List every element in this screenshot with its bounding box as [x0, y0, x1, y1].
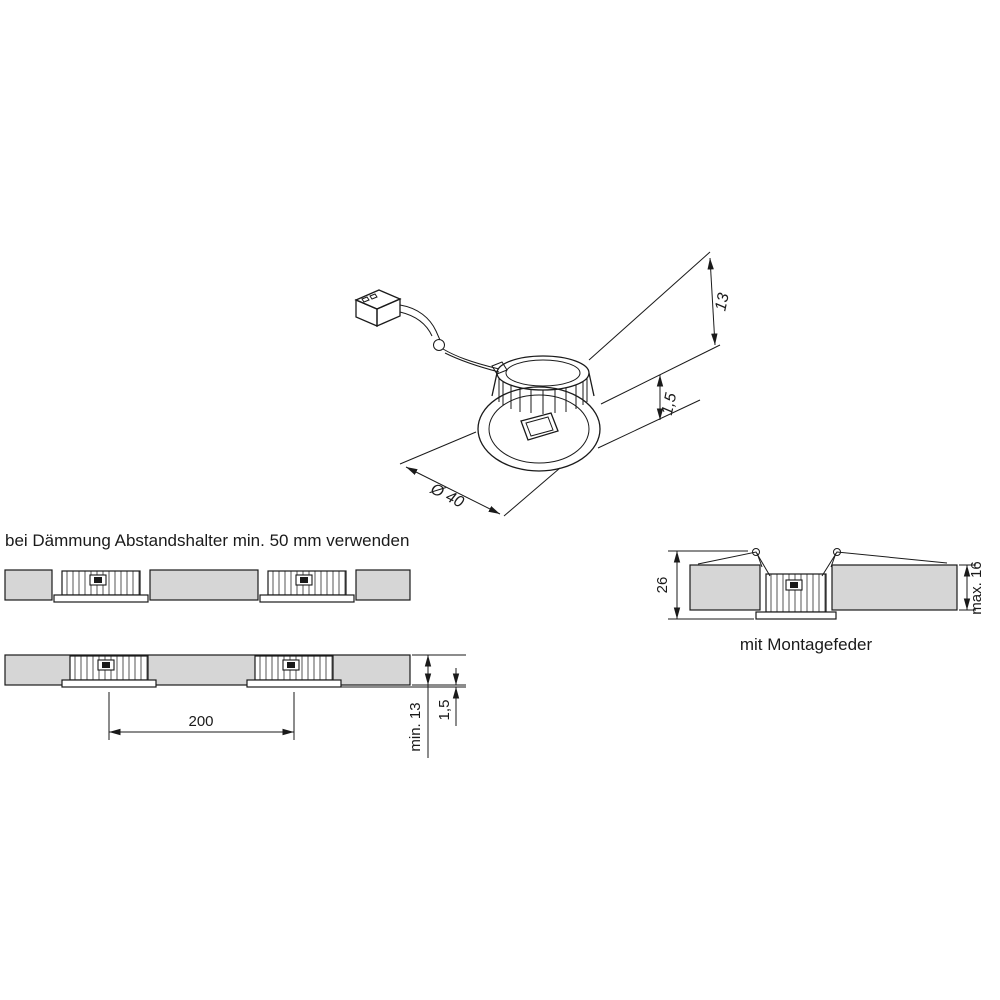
mounting-spring-right: [821, 548, 948, 577]
cable-connector: [354, 289, 402, 327]
front-bezel: [477, 386, 601, 472]
dim-label-panel-max: max. 16: [968, 561, 985, 614]
insulation-note: bei Dämmung Abstandshalter min. 50 mm ve…: [5, 531, 409, 550]
panel-left: [689, 564, 761, 611]
recessed-lamp-section: [259, 570, 355, 603]
section-spaced-panels: [4, 569, 411, 603]
cable-loop: [433, 339, 445, 351]
heatsink-fins: [498, 378, 588, 414]
dim-label-diameter: Ø 40: [427, 480, 467, 511]
led-chip: [790, 582, 798, 588]
panel-right: [831, 564, 958, 611]
led-aperture: [520, 412, 559, 441]
dim-label-bezel: 1,5: [659, 391, 680, 416]
dim-bezel-1-5: 1,5: [597, 375, 701, 449]
recessed-lamp-section: [61, 655, 157, 688]
spring-caption: mit Montagefeder: [740, 635, 873, 654]
recessed-lamp-section: [755, 573, 837, 620]
section-mounting-spring: 26 max. 16 mit Montagefeder: [654, 548, 985, 654]
recessed-lamp-section: [53, 570, 149, 603]
panel-segment: [355, 569, 411, 601]
luminaire-body: [477, 355, 601, 472]
dim-depth-13: 13: [588, 251, 733, 405]
dim-recess-26: 26: [654, 550, 754, 620]
dim-diameter-40: Ø 40: [399, 431, 561, 517]
lamp-flange: [755, 611, 837, 620]
dim-label-min-depth: min. 13: [407, 702, 424, 751]
iso-view: 13 1,5 Ø 40: [354, 251, 733, 517]
dim-label-depth: 13: [712, 291, 732, 312]
dim-label-recess: 26: [654, 577, 671, 594]
connector-pin: [369, 293, 378, 300]
panel-segment: [4, 569, 53, 601]
dim-spacing-200: 200: [108, 692, 295, 740]
recessed-lamp-section: [246, 655, 342, 688]
mounting-spring-left: [697, 548, 771, 577]
dim-label-spacing: 200: [188, 713, 213, 730]
heatsink-housing: [491, 355, 595, 414]
connector-pin: [361, 296, 370, 303]
power-cable: [399, 304, 500, 373]
dim-panel-max-16: max. 16: [959, 561, 985, 615]
section-continuous-panel: 200 min. 13 1,5: [4, 654, 466, 758]
dim-label-rim: 1,5: [436, 700, 453, 721]
dim-rim: 1,5: [341, 668, 466, 726]
panel-segment: [149, 569, 259, 601]
dim-min-depth: min. 13: [407, 654, 466, 758]
